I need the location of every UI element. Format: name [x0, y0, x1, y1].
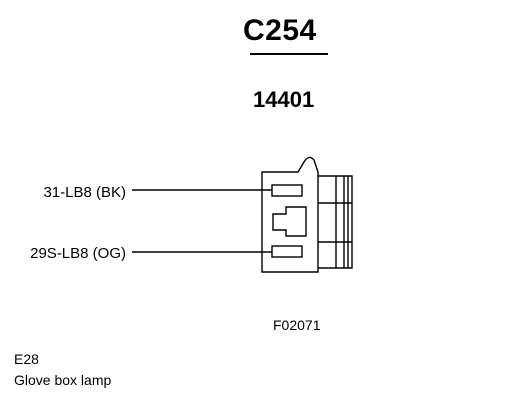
- component-name: Glove box lamp: [14, 372, 112, 388]
- part-number: 14401: [253, 87, 315, 112]
- connector-body: [261, 156, 319, 273]
- wire-label-pin-2: 29S-LB8 (OG): [30, 245, 126, 262]
- figure-code: F02071: [273, 317, 321, 333]
- rear-housing: [318, 175, 353, 269]
- connector-id-underline: [250, 53, 328, 55]
- keying-feature: [272, 206, 307, 237]
- terminal-cavity-2: [271, 245, 303, 258]
- connector-id: C254: [243, 14, 317, 47]
- terminal-cavity-1: [271, 184, 303, 197]
- wire-label-pin-1: 31-LB8 (BK): [43, 184, 126, 201]
- component-code: E28: [14, 351, 39, 367]
